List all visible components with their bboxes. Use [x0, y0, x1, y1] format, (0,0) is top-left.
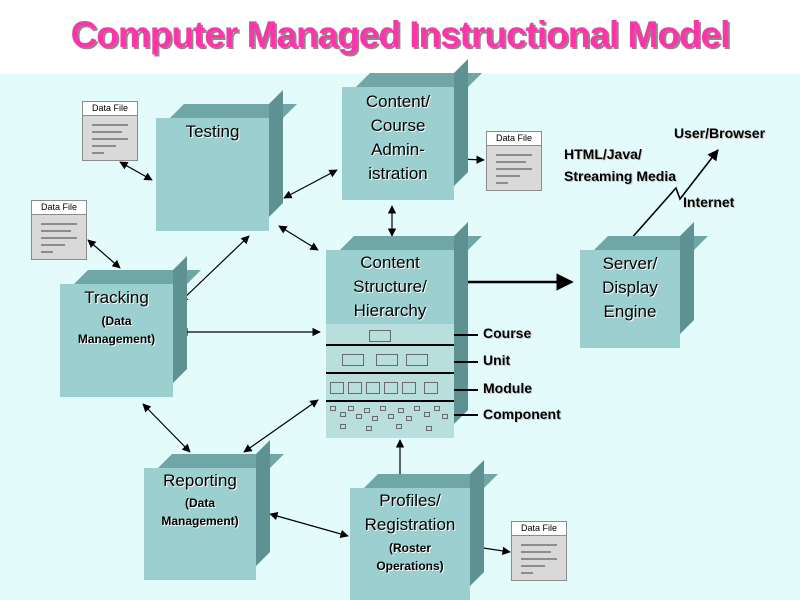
legend-connector — [454, 361, 478, 363]
arrow-reporting-profiles — [269, 512, 349, 538]
data-file-icon: Data File — [511, 521, 567, 581]
legend-connector — [454, 334, 478, 336]
legend-connector — [454, 389, 478, 391]
arrow-datafile-testing — [119, 161, 153, 181]
data-file-label: Data File — [83, 102, 137, 116]
content-structure-label: Content Structure/ Hierarchy — [353, 253, 427, 320]
legend-connector — [454, 414, 478, 416]
data-file-icon: Data File — [31, 200, 87, 260]
internet-label: Internet — [683, 194, 735, 210]
data-file-label: Data File — [487, 132, 541, 146]
legend-course: Course — [483, 325, 532, 341]
profiles-sublabel: (Roster Operations) — [376, 541, 444, 573]
arrow-tracking-reporting — [142, 403, 191, 453]
legend-component: Component — [483, 406, 561, 422]
profiles-label: Profiles/ Registration — [364, 491, 456, 534]
reporting-label: Reporting — [163, 471, 237, 490]
content-admin-label: Content/ Course Admin- istration — [365, 92, 431, 183]
data-file-icon: Data File — [486, 131, 542, 191]
user-browser-label: User/Browser — [674, 125, 766, 141]
testing-label: Testing — [185, 122, 240, 141]
data-file-label: Data File — [32, 201, 86, 215]
streaming-media-label: Streaming Media — [564, 168, 677, 184]
legend-module: Module — [483, 380, 532, 396]
data-file-icon: Data File — [82, 101, 138, 161]
hierarchy-diagram — [326, 324, 454, 438]
arrow-tracking-testing — [179, 235, 250, 303]
data-file-label: Data File — [512, 522, 566, 536]
html-java-label: HTML/Java/ — [564, 146, 642, 162]
internet-link — [629, 149, 719, 241]
page-title: Computer Managed Instructional Model — [70, 14, 731, 55]
arrow-testing-structure — [278, 225, 319, 251]
reporting-sublabel: (Data Management) — [161, 496, 239, 528]
tracking-sublabel: (Data Management) — [77, 314, 156, 346]
arrow-datafile-tracking — [87, 239, 121, 269]
arrow-reporting-structure — [243, 399, 319, 453]
tracking-label: Tracking — [84, 288, 149, 307]
server-label: Server/ Display Engine — [602, 254, 658, 321]
legend-unit: Unit — [483, 352, 511, 368]
arrow-testing-admin — [283, 169, 338, 199]
